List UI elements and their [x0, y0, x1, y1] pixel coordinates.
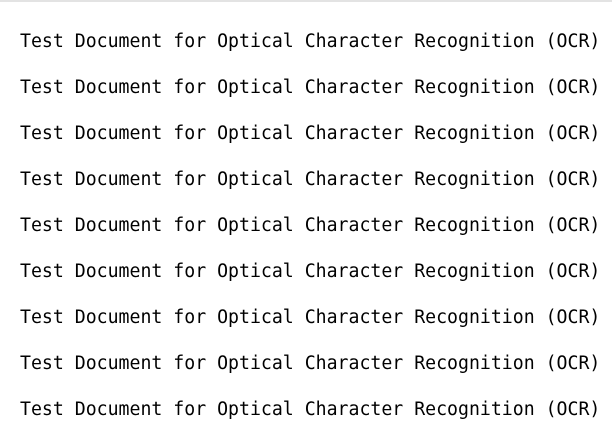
text-line: Test Document for Optical Character Reco…: [20, 215, 601, 236]
text-line: Test Document for Optical Character Reco…: [20, 307, 601, 328]
text-line: Test Document for Optical Character Reco…: [20, 399, 601, 420]
text-line: Test Document for Optical Character Reco…: [20, 261, 601, 282]
text-line: Test Document for Optical Character Reco…: [20, 123, 601, 144]
text-line: Test Document for Optical Character Reco…: [20, 77, 601, 98]
text-line: Test Document for Optical Character Reco…: [20, 169, 601, 190]
text-line: Test Document for Optical Character Reco…: [20, 31, 601, 52]
text-line: Test Document for Optical Character Reco…: [20, 353, 601, 374]
top-divider-rule: [0, 0, 612, 2]
